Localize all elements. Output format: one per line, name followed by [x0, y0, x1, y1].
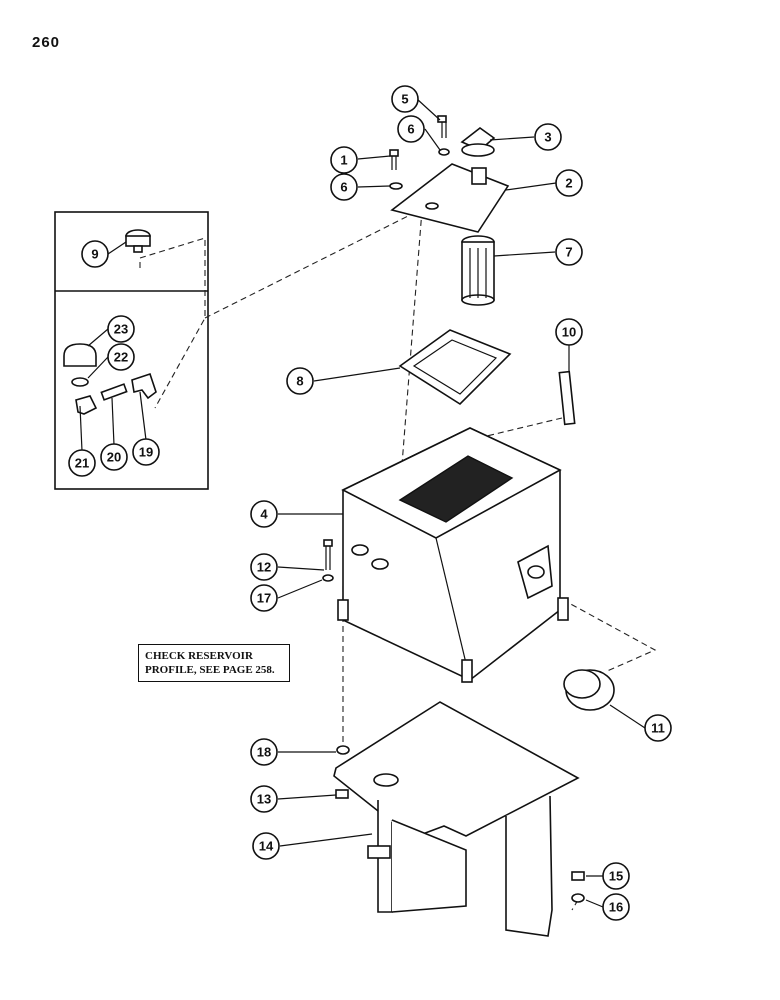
callout-12: 12: [250, 553, 278, 581]
nut-13: [335, 789, 349, 799]
callout-4: 4: [250, 500, 278, 528]
callout-22: 22: [107, 343, 135, 371]
fittings-19-22: [71, 372, 157, 415]
svg-text:12: 12: [257, 560, 271, 575]
svg-text:5: 5: [401, 92, 408, 107]
leader-lines: [79, 98, 646, 908]
svg-text:2: 2: [565, 176, 572, 191]
callout-3: 3: [534, 123, 562, 151]
callout-18: 18: [250, 738, 278, 766]
note-line-2: PROFILE, SEE PAGE 258.: [145, 664, 275, 676]
svg-text:15: 15: [609, 869, 623, 884]
reservoir-note: CHECK RESERVOIR PROFILE, SEE PAGE 258.: [138, 644, 290, 682]
callout-10: 10: [555, 318, 583, 346]
washer-18: [336, 745, 350, 755]
callout-9: 9: [81, 240, 109, 268]
gasket: [398, 329, 512, 406]
callout-14: 14: [252, 832, 280, 860]
bolt-12: [322, 539, 334, 582]
callout-5: 5: [391, 85, 419, 113]
svg-text:11: 11: [651, 721, 665, 736]
svg-text:16: 16: [609, 900, 623, 915]
svg-text:7: 7: [565, 245, 572, 260]
callout-6a: 6: [397, 115, 425, 143]
breather-23: [63, 343, 97, 367]
sight-gauge: [558, 370, 576, 426]
callout-23: 23: [107, 315, 135, 343]
callout-7: 7: [555, 238, 583, 266]
svg-text:17: 17: [257, 591, 271, 606]
callout-15: 15: [602, 862, 630, 890]
svg-text:8: 8: [296, 374, 303, 389]
page-number: 260: [32, 34, 61, 51]
inspection-cover: [563, 669, 615, 711]
nut-15: [571, 871, 585, 881]
svg-text:23: 23: [114, 322, 128, 337]
washer-16: [571, 893, 585, 903]
callout-19: 19: [132, 438, 160, 466]
callout-8: 8: [286, 367, 314, 395]
callout-11: 11: [644, 714, 672, 742]
svg-text:6: 6: [340, 180, 347, 195]
callout-13: 13: [250, 785, 278, 813]
svg-text:21: 21: [75, 456, 89, 471]
cover-plate: [390, 163, 510, 233]
svg-text:13: 13: [257, 792, 271, 807]
svg-text:6: 6: [407, 122, 414, 137]
svg-text:9: 9: [91, 247, 98, 262]
dashed-guides: [139, 209, 657, 911]
callout-21: 21: [68, 449, 96, 477]
breather-cap-9: [125, 229, 151, 253]
svg-text:3: 3: [544, 130, 551, 145]
svg-text:1: 1: [340, 153, 347, 168]
callout-16: 16: [602, 893, 630, 921]
callout-2: 2: [555, 169, 583, 197]
svg-text:22: 22: [114, 350, 128, 365]
filler-cap: [460, 127, 496, 157]
svg-text:18: 18: [257, 745, 271, 760]
reservoir-tank: [337, 427, 569, 683]
callout-17: 17: [250, 584, 278, 612]
callout-1: 1: [330, 146, 358, 174]
filter-element: [461, 235, 495, 306]
mounting-bracket: [333, 701, 580, 937]
callout-6b: 6: [330, 173, 358, 201]
bolt-1: [389, 149, 403, 190]
note-line-1: CHECK RESERVOIR: [145, 650, 253, 662]
svg-text:10: 10: [562, 325, 576, 340]
svg-text:4: 4: [260, 507, 268, 522]
svg-text:14: 14: [259, 839, 274, 854]
svg-text:20: 20: [107, 450, 121, 465]
svg-text:19: 19: [139, 445, 153, 460]
callout-20: 20: [100, 443, 128, 471]
bolt-5: [437, 115, 450, 156]
